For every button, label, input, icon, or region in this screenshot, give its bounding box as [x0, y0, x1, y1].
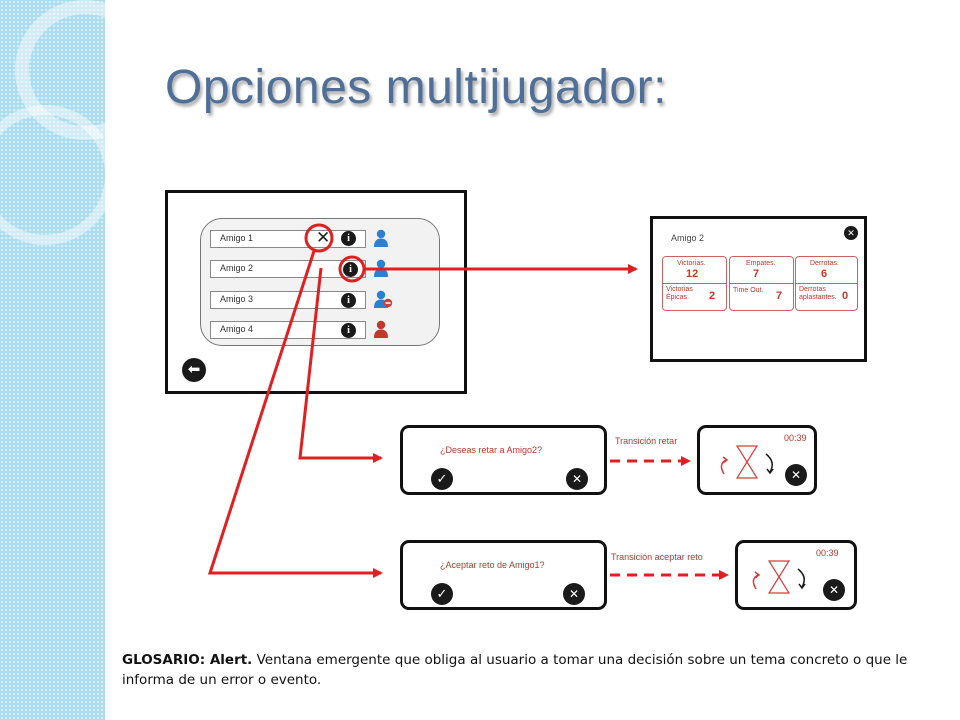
alert-message: ¿Deseas retar a Amigo2? — [440, 445, 543, 455]
stat-label: Time Out. — [733, 287, 764, 294]
accept-waiting-screen: 00:39 ✕ — [735, 540, 857, 610]
close-icon[interactable]: ✕ — [563, 583, 585, 605]
countdown-timer: 00:39 — [816, 548, 839, 558]
friend-stats-screen: Amigo 2 ✕ Victorias. 12 Victorias Épicas… — [650, 216, 867, 362]
stat-divider — [730, 283, 793, 284]
person-online-icon — [373, 259, 389, 277]
challenge-waiting-screen: 00:39 ✕ — [697, 425, 817, 495]
stat-divider — [796, 283, 857, 284]
stat-value: 12 — [686, 268, 699, 280]
info-icon[interactable]: i — [341, 323, 356, 338]
stat-value: 2 — [709, 290, 716, 302]
friend-name: Amigo 1 — [220, 233, 254, 243]
close-icon[interactable]: ✕ — [844, 226, 858, 240]
accept-challenge-alert: ¿Aceptar reto de Amigo1? ✓ ✕ — [400, 540, 607, 610]
friend-name: Amigo 2 — [220, 263, 254, 273]
stat-label: Victorias Épicas. — [666, 286, 693, 301]
transition-label-retar: Transición retar — [615, 436, 678, 446]
info-icon[interactable]: i — [343, 262, 358, 277]
close-icon[interactable]: ✕ — [823, 579, 845, 601]
info-icon[interactable]: i — [341, 231, 356, 246]
hourglass-icon — [752, 560, 806, 594]
check-icon[interactable]: ✓ — [431, 468, 453, 490]
back-arrow-icon[interactable]: ⬅ — [182, 358, 206, 382]
remove-friend-icon[interactable]: ✕ — [316, 228, 331, 247]
info-icon[interactable]: i — [341, 293, 356, 308]
stat-value: 6 — [821, 268, 828, 280]
stat-box-empates: Empates. 7 Time Out. 7 — [729, 256, 794, 311]
alert-message: ¿Aceptar reto de Amigo1? — [440, 560, 545, 570]
stat-label: Derrotas. — [810, 260, 839, 267]
stat-label: Victorias. — [677, 260, 706, 267]
slide-title: Opciones multijugador: — [165, 61, 667, 114]
person-online-icon — [373, 229, 389, 247]
person-remove-icon — [373, 290, 393, 308]
glossary-note: GLOSARIO: Alert. Ventana emergente que o… — [122, 650, 957, 690]
glossary-term: GLOSARIO: Alert. — [122, 652, 253, 668]
friend-name: Amigo 3 — [220, 294, 254, 304]
stat-divider — [663, 283, 726, 284]
glossary-definition: Ventana emergente que obliga al usuario … — [122, 652, 908, 688]
stat-value: 7 — [776, 290, 783, 302]
challenge-alert: ¿Deseas retar a Amigo2? ✓ ✕ — [400, 425, 607, 495]
stat-value: 0 — [842, 290, 849, 302]
close-icon[interactable]: ✕ — [566, 468, 588, 490]
stat-box-victorias: Victorias. 12 Victorias Épicas. 2 — [662, 256, 727, 311]
check-icon[interactable]: ✓ — [431, 583, 453, 605]
hourglass-icon — [720, 445, 774, 479]
stat-label: Empates. — [746, 260, 776, 267]
stats-friend-name: Amigo 2 — [671, 233, 705, 243]
friends-screen: Amigo 1 ✕ i Amigo 2 i Amigo 3 i Amigo 4 … — [165, 190, 467, 394]
decorative-ring — [0, 105, 115, 245]
person-offline-icon — [373, 320, 389, 338]
friend-name: Amigo 4 — [220, 324, 254, 334]
stat-box-derrotas: Derrotas. 6 Derrotas aplastantes. 0 — [795, 256, 858, 311]
countdown-timer: 00:39 — [784, 433, 807, 443]
decorative-side-band — [0, 0, 155, 720]
transition-label-aceptar: Transición aceptar reto — [611, 552, 703, 562]
stat-value: 7 — [753, 268, 760, 280]
close-icon[interactable]: ✕ — [785, 464, 807, 486]
stat-label: Derrotas aplastantes. — [799, 286, 837, 301]
